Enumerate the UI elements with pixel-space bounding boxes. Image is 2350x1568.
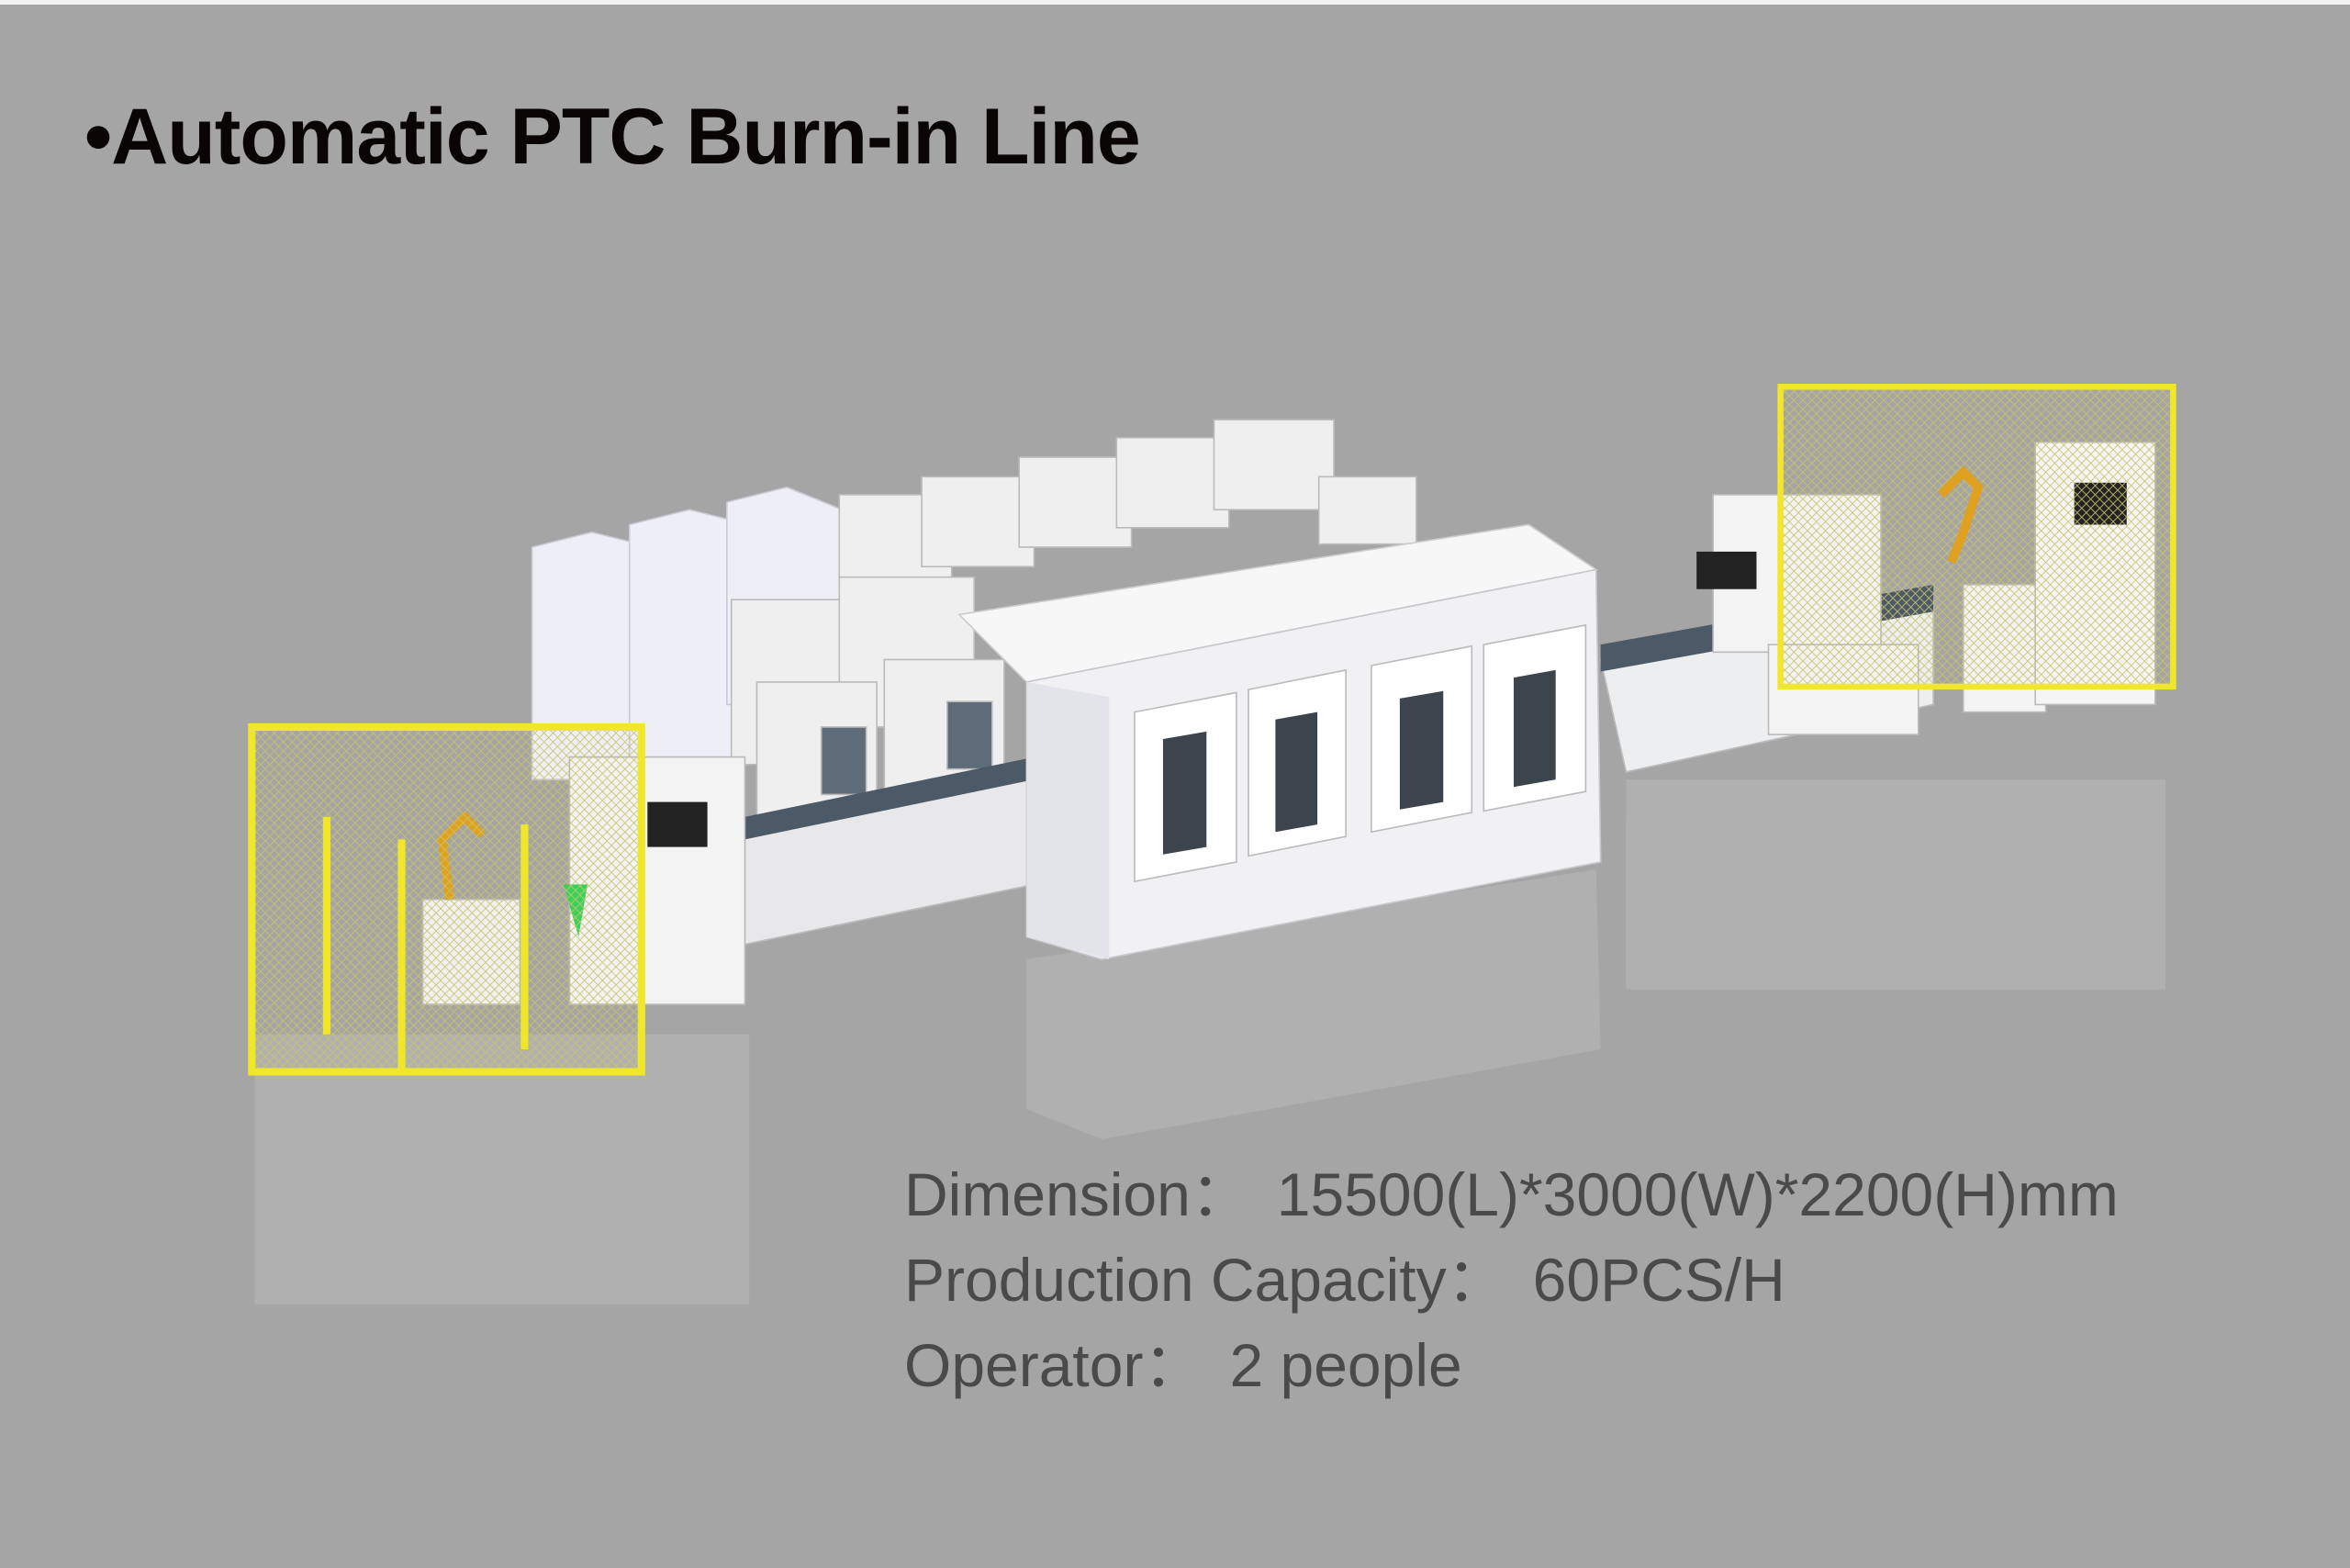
specifications: Dimension：15500(L)*3000(W)*2200(H)mm Pro… — [904, 1152, 2144, 1408]
floor-reflection — [254, 779, 2166, 1305]
burn-in-ovens — [730, 419, 1417, 818]
top-border — [0, 0, 2350, 5]
right-station — [1599, 384, 2177, 773]
left-station — [248, 722, 746, 1076]
page-title: •Automatic PTC Burn-in Line — [84, 93, 1141, 181]
spec-operator: Operator：2 people — [904, 1331, 1462, 1399]
spec-production-capacity: Production Capacity：60PCS/H — [904, 1246, 1785, 1314]
spec-dimension: Dimension：15500(L)*3000(W)*2200(H)mm — [904, 1160, 2119, 1228]
main-burn-in-enclosure — [957, 523, 1602, 960]
